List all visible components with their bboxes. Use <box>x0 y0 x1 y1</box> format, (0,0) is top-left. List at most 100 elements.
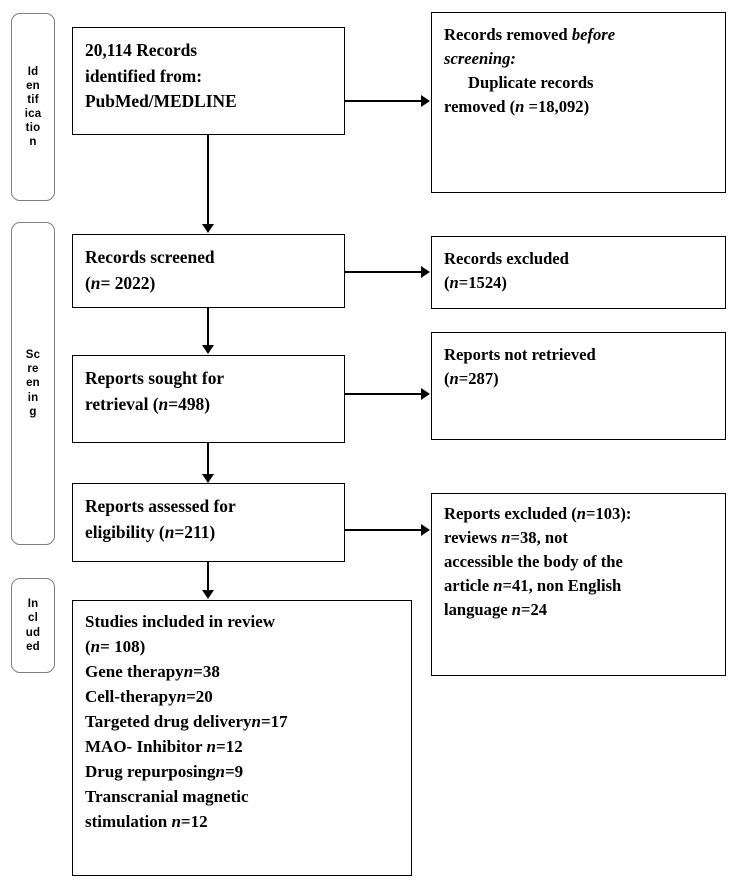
study-item-n-italic-4: n <box>215 761 225 781</box>
records-identified-line2: identified from: <box>85 65 203 86</box>
box-reports-excluded: Reports excluded ( n =103): reviews n =38, n… <box>431 493 726 676</box>
reports-sought-line2-post: =498) <box>168 393 211 414</box>
studies-included-total-italic: n <box>90 636 101 656</box>
records-excluded-line2-post: =1524) <box>458 272 507 292</box>
records-excluded-line2-pre: ( <box>444 272 450 292</box>
reports-excluded-l4-italic: n <box>493 575 503 595</box>
arrowhead-assessed-to-reports-excluded <box>421 524 430 536</box>
stage-label-screening: Sc re en in g <box>25 349 41 418</box>
box-reports-sought-text: Reports sought for retrieval (n=498) <box>85 366 336 417</box>
reports-excluded-l5-post: =24 <box>521 599 548 619</box>
study-item-n-2: =17 <box>261 711 288 731</box>
records-removed-line1-plain: Records removed <box>444 25 572 44</box>
connector-screened-to-sought <box>207 308 209 346</box>
connector-sought-to-assessed <box>207 443 209 476</box>
reports-assessed-line2-post: =211) <box>174 521 216 542</box>
study-item-n-italic-1: n <box>176 686 187 706</box>
reports-excluded-l1-pre: Reports excluded ( <box>444 504 577 523</box>
stage-label-identification: Id en tif ica tio n <box>24 65 42 149</box>
stage-band-identification: Id en tif ica tio n <box>11 13 55 201</box>
reports-sought-line1: Reports sought for <box>85 368 225 388</box>
reports-not-retrieved-line2-pre: ( <box>444 368 450 388</box>
reports-not-retrieved-line1: Reports not retrieved <box>444 345 596 364</box>
reports-sought-line2-italic: n <box>158 393 169 414</box>
study-item-n-5: =12 <box>180 811 208 831</box>
study-item-label-4: Drug repurposing <box>85 761 216 781</box>
arrowhead-sought-to-not-retrieved <box>421 388 430 400</box>
connector-screened-to-excluded <box>345 271 423 273</box>
arrowhead-assessed-to-included <box>202 590 214 599</box>
box-records-identified: 20,114 Records identified from: PubMed/MED… <box>72 27 345 135</box>
records-removed-line4-post: =18,092) <box>524 96 590 116</box>
records-excluded-line2-italic: n <box>449 272 459 292</box>
box-records-screened: Records screened(n= 2022) <box>72 234 345 308</box>
box-records-removed: Records removed before screening: Duplicat… <box>431 12 726 193</box>
records-removed-line1-italic: before <box>571 25 616 44</box>
reports-excluded-l2-post: =38, not <box>510 527 568 547</box>
box-reports-sought: Reports sought for retrieval (n=498) <box>72 355 345 443</box>
connector-assessed-to-included <box>207 562 209 592</box>
records-screened-line2-italic: n <box>90 272 101 293</box>
study-item-n-0: =38 <box>193 661 220 681</box>
study-item-n-italic-2: n <box>251 711 261 731</box>
box-studies-included-text: Studies included in review(n= 108)Gene t… <box>85 610 403 835</box>
reports-excluded-l1-post: =103): <box>585 504 632 523</box>
box-studies-included: Studies included in review(n= 108)Gene t… <box>72 600 412 876</box>
reports-not-retrieved-line2-italic: n <box>449 368 459 388</box>
records-removed-line4-italic: n <box>515 96 525 116</box>
study-item-n-italic-0: n <box>183 661 194 681</box>
reports-assessed-line2-italic: n <box>164 521 175 542</box>
records-screened-line2-pre: ( <box>85 272 91 293</box>
stage-label-included: In cl ud ed <box>25 598 41 653</box>
study-item-n-italic-5: n <box>171 811 181 831</box>
stage-band-included: In cl ud ed <box>11 578 55 673</box>
records-excluded-line1: Records excluded <box>444 249 569 268</box>
arrowhead-screened-to-excluded <box>421 266 430 278</box>
arrowhead-identified-to-screened <box>202 224 214 233</box>
study-item-label-1: Cell-therapy <box>85 686 177 706</box>
studies-included-total-pre: ( <box>85 636 91 656</box>
study-item-n-4: =9 <box>224 761 244 781</box>
reports-excluded-l2-pre: reviews <box>444 527 502 547</box>
box-reports-not-retrieved-text: Reports not retrieved(n=287) <box>444 343 717 391</box>
box-records-excluded-text: Records excluded (n=1524) <box>444 247 717 295</box>
records-identified-line1: 20,114 Records <box>85 40 198 60</box>
arrowhead-identified-to-removed <box>421 95 430 107</box>
reports-excluded-l5-italic: n <box>511 599 522 619</box>
reports-sought-line2-pre: retrieval ( <box>85 393 159 414</box>
study-item-label-3: MAO- Inhibitor <box>85 736 207 756</box>
records-screened-line2-post: = 2022) <box>100 272 156 293</box>
reports-excluded-l5-pre: language <box>444 599 512 619</box>
connector-sought-to-not-retrieved <box>345 393 423 395</box>
records-removed-line4-pre: removed ( <box>444 96 516 116</box>
study-item-n-3: =12 <box>216 736 243 756</box>
stage-band-screening: Sc re en in g <box>11 222 55 545</box>
records-removed-line2-italic: screening: <box>444 48 516 68</box>
study-item-n-italic-3: n <box>206 736 217 756</box>
studies-included-total-post: = 108) <box>100 636 146 656</box>
records-identified-line3: PubMed/MEDLINE <box>85 91 237 112</box>
box-records-excluded: Records excluded (n=1524) <box>431 236 726 309</box>
box-reports-excluded-text: Reports excluded ( n =103): reviews n =38, n… <box>444 502 717 621</box>
studies-included-title: Studies included in review <box>85 612 276 631</box>
reports-excluded-l4-pre: article <box>444 575 494 595</box>
connector-identified-to-screened <box>207 135 209 225</box>
reports-excluded-l4-post: =41, non English <box>502 575 622 595</box>
study-item-n-1: =20 <box>186 686 213 706</box>
box-records-removed-text: Records removed before screening: Duplicat… <box>444 23 717 119</box>
study-item-label-2: Targeted drug delivery <box>85 711 252 731</box>
records-removed-line3: Duplicate records <box>468 72 594 92</box>
reports-excluded-l3: accessible the body of the <box>444 551 623 571</box>
connector-identified-to-removed <box>345 100 423 102</box>
box-records-screened-text: Records screened(n= 2022) <box>85 245 336 296</box>
arrowhead-sought-to-assessed <box>202 474 214 483</box>
box-reports-assessed: Reports assessed for eligibility (n=211) <box>72 483 345 562</box>
study-item-label-5: Transcranial magnetic stimulation <box>85 786 249 831</box>
reports-assessed-line1: Reports assessed for <box>85 496 236 516</box>
reports-assessed-line2-pre: eligibility ( <box>85 521 165 542</box>
box-reports-assessed-text: Reports assessed for eligibility (n=211) <box>85 494 336 545</box>
connector-assessed-to-reports-excluded <box>345 529 423 531</box>
study-item-label-0: Gene therapy <box>85 661 184 681</box>
arrowhead-screened-to-sought <box>202 345 214 354</box>
